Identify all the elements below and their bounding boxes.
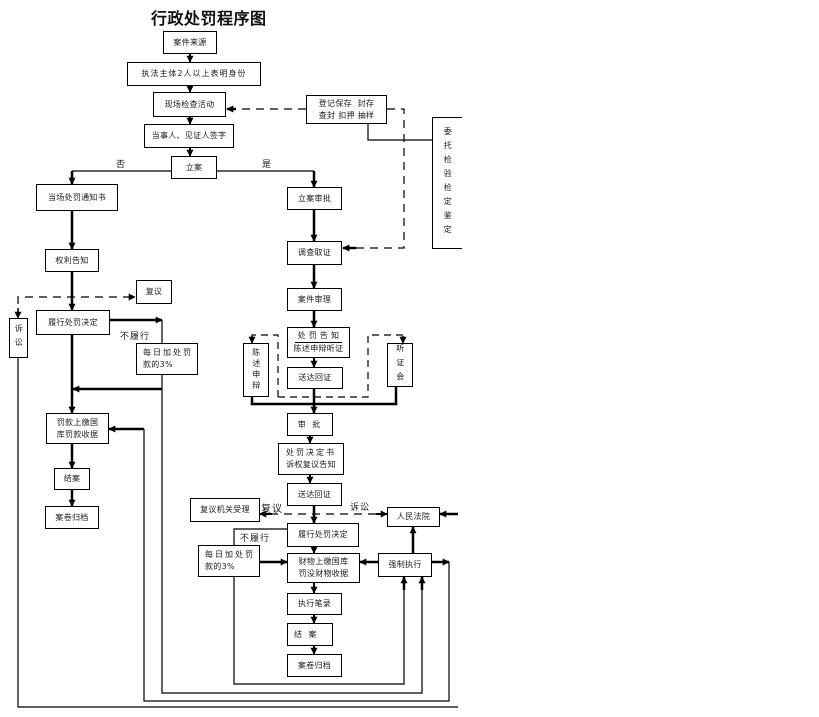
lawsuit-text: 诉讼 (14, 324, 24, 352)
box-service-receipt-2: 送达回证 (287, 483, 342, 506)
box-close-right: 结 案 (287, 623, 333, 646)
box-reconsideration-agency: 复议机关受理 (190, 498, 260, 522)
connector-daily-right-loop (233, 577, 405, 685)
daily-penalty-left-line1: 每日加处罚 (143, 348, 193, 358)
preservation-line2: 查封 扣押 抽样 (318, 110, 375, 120)
statement-defense-text: 陈述申辩 (251, 348, 261, 392)
box-service-receipt-1: 送达回证 (287, 367, 343, 389)
connector-not-perform-right (233, 528, 287, 545)
box-statement-defense: 陈述申辩 (243, 343, 269, 397)
box-summary-notice: 当场处罚通知书 (36, 184, 118, 211)
box-case-review: 案件审理 (287, 288, 342, 311)
entrust-text: 委托检验检定鉴定 (443, 127, 453, 239)
property-treasury-line2: 罚没财物收据 (298, 569, 349, 578)
box-archive-left: 案卷归档 (45, 506, 99, 529)
penalty-notice-line1: 处 罚 告 知 (294, 330, 343, 343)
box-approval: 审 批 (287, 413, 333, 436)
box-reconsideration: 复议 (136, 280, 172, 304)
box-entrust-inspection: 委托检验检定鉴定 (432, 117, 462, 249)
connector-preservation-entrust (367, 124, 432, 141)
decision-doc-line2: 诉权复议告知 (286, 460, 336, 469)
box-decision-document: 处罚决定书 诉权复议告知 (278, 443, 344, 475)
daily-penalty-left-line2: 款的3% (143, 360, 173, 369)
label-litigate: 诉讼 (350, 503, 371, 513)
connector-enforcement-loop-down (143, 429, 450, 702)
box-enforcement: 强制执行 (378, 553, 432, 577)
decision-doc-line1: 处罚决定书 (286, 448, 336, 458)
box-penalty-notice: 处 罚 告 知 陈述申辩听证 (287, 327, 350, 358)
box-preservation: 登记保存 封存 查封 扣押 抽样 (306, 95, 387, 124)
fine-treasury-line1: 罚款上缴国 (56, 417, 99, 427)
label-reconsider: 复议 (261, 504, 283, 515)
property-treasury-line1: 财物上缴国库 (298, 557, 349, 567)
penalty-notice-line2: 陈述申辩听证 (293, 344, 344, 353)
connector-daily-left-loop (161, 375, 423, 694)
label-no: 否 (116, 160, 127, 170)
label-yes: 是 (262, 160, 273, 170)
label-not-perform-left: 不履行 (120, 332, 151, 342)
box-case-source: 案件来源 (163, 31, 217, 54)
box-property-treasury: 财物上缴国库 罚没财物收据 (287, 553, 360, 583)
box-identity: 执法主体2人以上表明身份 (127, 62, 261, 86)
box-fine-treasury: 罚款上缴国 库罚款收据 (46, 413, 109, 444)
box-perform-decision-right: 履行处罚决定 (287, 523, 359, 547)
box-inspection: 现场检查活动 (153, 92, 226, 117)
box-peoples-court: 人民法院 (387, 507, 440, 527)
close-right-text: 结 案 (294, 629, 319, 639)
box-signature: 当事人、见证人签字 (144, 124, 234, 148)
hearing-text: 听证会 (395, 344, 405, 386)
page-title: 行政处罚程序图 (151, 9, 267, 28)
box-rights-notice: 权利告知 (45, 249, 99, 272)
box-filing: 立案 (171, 156, 217, 179)
box-close-left: 结案 (54, 468, 90, 490)
fine-treasury-line2: 库罚款收据 (56, 429, 99, 439)
box-filing-approval: 立案审批 (287, 187, 342, 210)
label-not-perform-right: 不履行 (240, 534, 271, 544)
box-archive-right: 案卷归档 (287, 654, 342, 677)
connector-dashed-preservation-investigation (356, 108, 405, 249)
connector-merge-bar (250, 387, 398, 406)
box-lawsuit: 诉讼 (9, 318, 28, 358)
box-hearing: 听证会 (387, 343, 413, 387)
approval-text: 审 批 (297, 419, 323, 429)
box-investigation: 调查取证 (287, 241, 342, 265)
preservation-line1: 登记保存 封存 (318, 98, 375, 108)
daily-penalty-right-line2: 款的3% (205, 562, 235, 571)
connector-dashed-hearing (278, 334, 404, 398)
box-daily-penalty-left: 每日加处罚 款的3% (136, 343, 198, 375)
connector-lawsuit-loop (17, 358, 458, 708)
box-daily-penalty-right: 每日加处罚 款的3% (198, 545, 260, 577)
box-execution-record: 执行笔录 (287, 593, 342, 615)
box-perform-decision-left: 履行处罚决定 (36, 310, 110, 335)
daily-penalty-right-line1: 每日加处罚 (205, 550, 255, 560)
